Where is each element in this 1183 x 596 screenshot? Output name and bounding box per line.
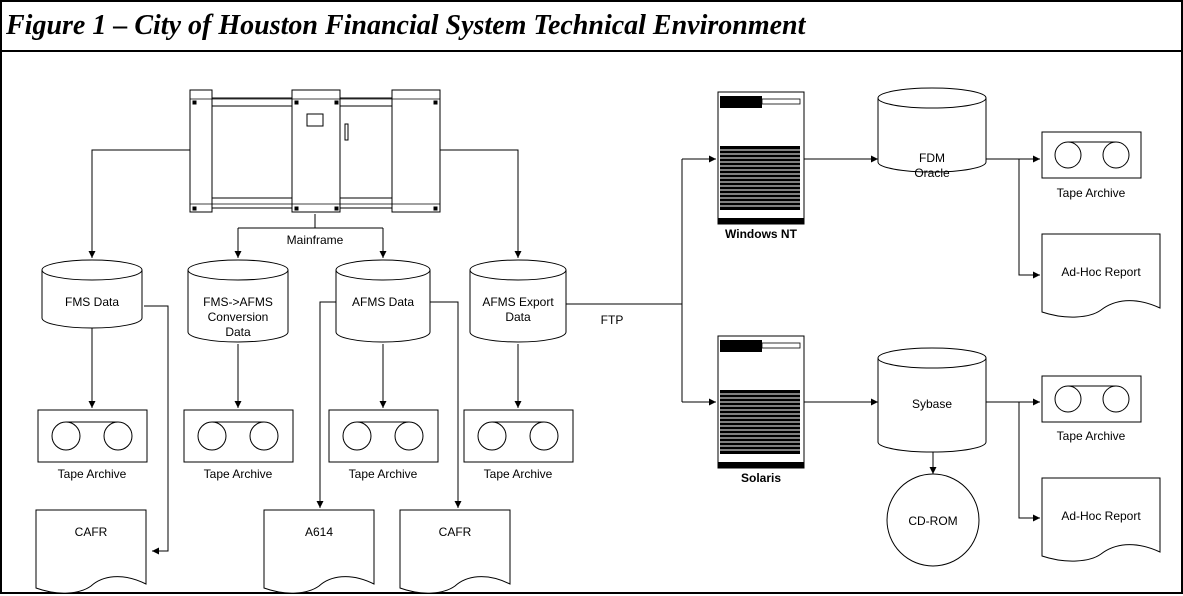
database-export: AFMS Export Data [469, 259, 567, 343]
figure-title: Figure 1 – City of Houston Financial Sys… [6, 10, 806, 41]
report-adhoc-sybase-label: Ad-Hoc Report [1061, 509, 1141, 523]
cd-rom-label: CD-ROM [908, 514, 957, 528]
title-divider [2, 50, 1181, 52]
ftp-label: FTP [601, 313, 624, 327]
tape-archive-fms [37, 409, 148, 463]
database-conversion-label-2: Conversion [208, 310, 269, 324]
database-afms: AFMS Data [335, 259, 431, 343]
database-fdm-label-1: FDM [919, 151, 945, 165]
windows-nt-server-icon [717, 91, 805, 225]
tape-archive-afms [328, 409, 439, 463]
database-fdm-label-2: Oracle [914, 166, 950, 180]
report-a614-label: A614 [305, 525, 333, 539]
database-fdm-oracle: FDM Oracle [877, 87, 987, 180]
mainframe-label: Mainframe [287, 233, 344, 247]
tape-archive-fms-label: Tape Archive [58, 467, 127, 481]
solaris-server-icon [717, 335, 805, 469]
report-cafr-fms-label: CAFR [75, 525, 108, 539]
tape-archive-export-label: Tape Archive [484, 467, 553, 481]
report-cafr-afms: CAFR [399, 509, 511, 594]
database-sybase: Sybase [877, 347, 987, 453]
report-cafr-fms: CAFR [35, 509, 147, 594]
tape-archive-fdm [1041, 131, 1142, 179]
database-conversion-label-1: FMS->AFMS [203, 295, 273, 309]
database-fms: FMS Data [41, 259, 143, 329]
tape-archive-fdm-label: Tape Archive [1057, 186, 1126, 200]
database-afms-label: AFMS Data [352, 295, 414, 309]
report-adhoc-sybase: Ad-Hoc Report [1041, 477, 1161, 562]
tape-archive-conversion [183, 409, 294, 463]
report-cafr-afms-label: CAFR [439, 525, 472, 539]
database-export-label-2: Data [505, 310, 531, 324]
tape-archive-conversion-label: Tape Archive [204, 467, 273, 481]
database-sybase-label: Sybase [912, 397, 952, 411]
tape-archive-afms-label: Tape Archive [349, 467, 418, 481]
report-adhoc-oracle: Ad-Hoc Report [1041, 233, 1161, 318]
report-adhoc-oracle-label: Ad-Hoc Report [1061, 265, 1141, 279]
report-a614: A614 [263, 509, 375, 594]
tape-archive-sybase-label: Tape Archive [1057, 429, 1126, 443]
database-fms-label: FMS Data [65, 295, 119, 309]
cd-rom-icon: CD-ROM [886, 473, 980, 567]
connectors [88, 149, 1040, 555]
tape-archive-sybase [1041, 375, 1142, 423]
tape-archive-export [463, 409, 574, 463]
solaris-label: Solaris [741, 471, 781, 485]
database-export-label-1: AFMS Export [482, 295, 554, 309]
database-conversion: FMS->AFMS Conversion Data [187, 259, 289, 343]
database-conversion-label-3: Data [225, 325, 251, 339]
windows-nt-label: Windows NT [725, 227, 798, 241]
mainframe-icon [189, 89, 441, 213]
